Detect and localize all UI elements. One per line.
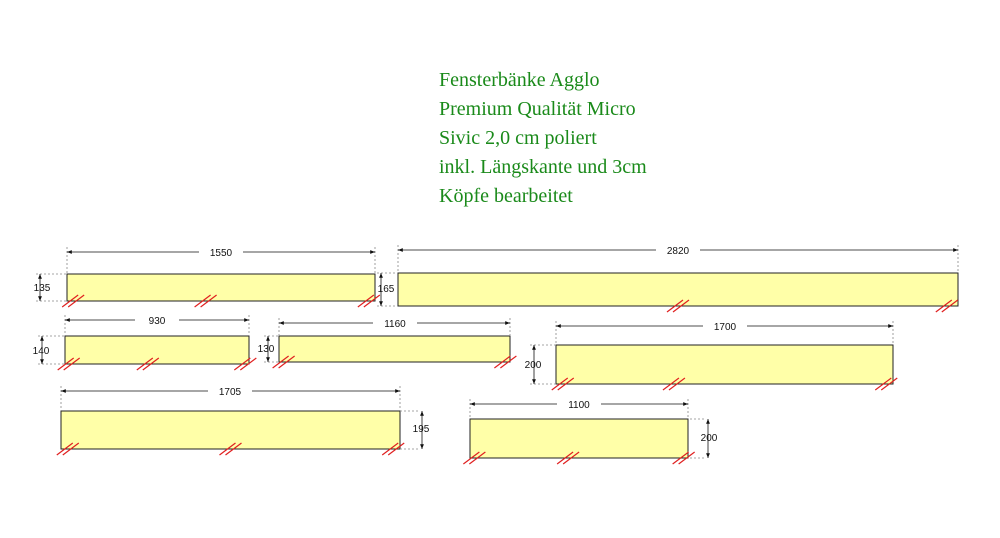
edge-mark xyxy=(194,294,211,308)
edge-mark xyxy=(63,357,81,371)
edge-mark xyxy=(551,377,569,391)
edge-mark xyxy=(494,355,511,369)
title-line-3: Sivic 2,0 cm poliert xyxy=(439,127,597,149)
sill-panel-rect xyxy=(397,272,959,307)
edge-mark xyxy=(142,357,160,371)
edge-mark xyxy=(278,355,295,369)
edge-mark xyxy=(67,294,85,308)
depth-label: 140 xyxy=(33,346,50,357)
sill-panel-7: 1100 200 xyxy=(462,399,718,465)
sill-panel-rect xyxy=(555,344,894,385)
edge-mark xyxy=(880,377,898,391)
depth-label: 200 xyxy=(525,360,542,371)
title-line-1: Fensterbänke Agglo xyxy=(439,69,600,91)
depth-label: 165 xyxy=(378,284,395,295)
edge-mark xyxy=(62,442,80,456)
edge-mark xyxy=(678,451,696,465)
sill-panel-rect xyxy=(469,418,689,459)
length-label: 930 xyxy=(149,316,166,327)
depth-label: 135 xyxy=(34,283,51,294)
title-line-5: Köpfe bearbeitet xyxy=(439,185,573,207)
length-label: 1100 xyxy=(568,400,590,411)
edge-mark xyxy=(219,442,236,456)
edge-mark xyxy=(562,451,580,465)
edge-mark xyxy=(672,451,690,465)
edge-mark xyxy=(668,377,686,391)
sill-panel-1: 1550 135 xyxy=(34,247,381,308)
depth-label: 195 xyxy=(413,424,430,435)
edge-mark xyxy=(874,377,892,391)
title-line-2: Premium Qualität Micro xyxy=(439,98,636,120)
edge-mark xyxy=(557,377,575,391)
edge-mark xyxy=(387,442,405,456)
edge-mark xyxy=(136,357,154,371)
sill-panel-2: 2820 165 xyxy=(377,245,959,313)
depth-label: 130 xyxy=(258,344,275,355)
length-label: 1550 xyxy=(210,248,233,259)
length-label: 2820 xyxy=(667,246,690,257)
edge-mark xyxy=(239,357,257,371)
edge-mark xyxy=(233,357,251,371)
edge-mark xyxy=(672,299,690,313)
edge-mark xyxy=(556,451,574,465)
edge-mark xyxy=(935,299,953,313)
edge-mark xyxy=(662,377,680,391)
length-label: 1700 xyxy=(714,322,737,333)
title-block: Fensterbänke Agglo Premium Qualität Micr… xyxy=(439,66,647,211)
edge-mark xyxy=(56,442,74,456)
title-line-4: inkl. Längskante und 3cm xyxy=(439,156,647,178)
sill-panel-3: 930 140 xyxy=(33,315,257,371)
sill-panel-rect xyxy=(66,273,376,302)
edge-mark xyxy=(357,294,375,308)
sill-panel-5: 1700 200 xyxy=(525,321,898,391)
edge-mark xyxy=(200,294,217,308)
length-label: 1705 xyxy=(219,387,242,398)
edge-mark xyxy=(941,299,959,313)
edge-mark xyxy=(468,451,486,465)
sill-panel-rect xyxy=(278,335,511,363)
length-label: 1160 xyxy=(384,319,406,330)
edge-mark xyxy=(57,357,75,371)
edge-mark xyxy=(500,355,517,369)
edge-mark xyxy=(381,442,399,456)
sill-panel-6: 1705 195 xyxy=(56,386,430,456)
edge-mark xyxy=(363,294,381,308)
edge-mark xyxy=(272,355,289,369)
depth-label: 200 xyxy=(701,433,718,444)
edge-mark xyxy=(61,294,79,308)
edge-mark xyxy=(225,442,242,456)
edge-mark xyxy=(462,451,480,465)
sill-panel-rect xyxy=(60,410,401,450)
edge-mark xyxy=(666,299,684,313)
sill-panel-4: 1160 130 xyxy=(258,318,517,369)
